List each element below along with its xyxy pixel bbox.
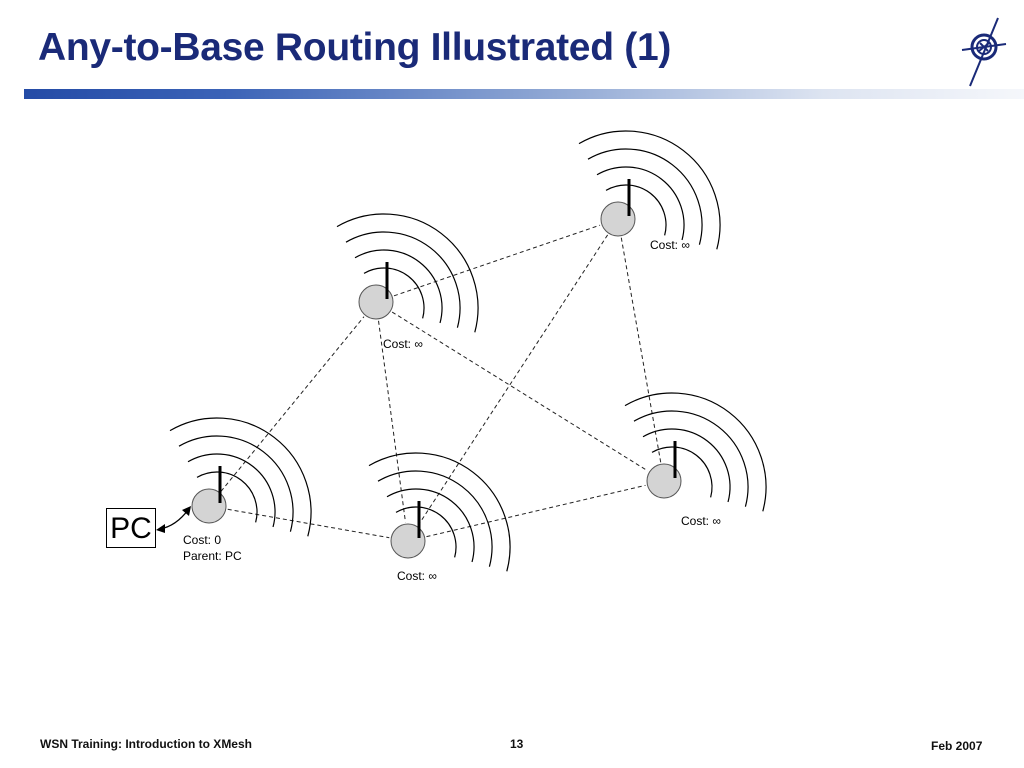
radio-wave-arc-n-top bbox=[605, 184, 667, 236]
radio-wave-arc-n-upper-mid bbox=[363, 267, 425, 319]
footer-date: Feb 2007 bbox=[931, 739, 983, 753]
node-circle bbox=[358, 284, 394, 320]
radio-wave-arc-n-bottom-mid bbox=[395, 506, 457, 558]
node-circle bbox=[600, 201, 636, 237]
link-n-upper-mid-n-bottom-mid bbox=[378, 320, 406, 523]
link-base-n-upper-mid bbox=[220, 316, 365, 492]
pc-link-arrow bbox=[156, 506, 191, 533]
sensor-node-base bbox=[191, 466, 227, 524]
node-upper-mid-cost-label: Cost: ∞ bbox=[383, 337, 423, 351]
radio-wave-arc-n-right bbox=[633, 410, 749, 507]
radio-wave-arc-n-top bbox=[587, 148, 703, 245]
node-right-cost-label: Cost: ∞ bbox=[681, 514, 721, 528]
node-circle bbox=[191, 488, 227, 524]
node-base-parent-label: Parent: PC bbox=[183, 549, 242, 563]
title-underline-bar bbox=[24, 89, 1024, 99]
radio-wave-arc-n-right bbox=[642, 428, 731, 503]
link-base-n-bottom-mid bbox=[227, 508, 390, 539]
sensor-node-n-bottom-mid bbox=[390, 501, 426, 559]
link-n-upper-mid-n-top bbox=[393, 224, 601, 297]
footer-page-number: 13 bbox=[510, 737, 524, 751]
link-n-top-n-right bbox=[620, 237, 662, 463]
node-circle bbox=[390, 523, 426, 559]
link-n-bottom-mid-n-right bbox=[426, 484, 646, 538]
radio-wave-arc-n-upper-mid bbox=[345, 231, 461, 328]
radio-wave-arc-n-upper-mid bbox=[336, 213, 479, 333]
node-bottom-mid-cost-label: Cost: ∞ bbox=[397, 569, 437, 583]
radio-wave-arc-base bbox=[178, 435, 294, 532]
radio-wave-arc-base bbox=[196, 471, 258, 523]
radio-wave-arc-n-upper-mid bbox=[354, 249, 443, 324]
radio-wave-arc-n-top bbox=[596, 166, 685, 241]
link-n-upper-mid-n-right bbox=[391, 311, 649, 472]
node-circle bbox=[646, 463, 682, 499]
sensor-node-n-right bbox=[646, 441, 682, 499]
sensor-node-n-top bbox=[600, 179, 636, 237]
node-top-cost-label: Cost: ∞ bbox=[650, 238, 690, 252]
radio-wave-arc-base bbox=[187, 453, 276, 528]
sensor-node-n-upper-mid bbox=[358, 262, 394, 320]
radio-wave-arc-n-top bbox=[578, 130, 721, 250]
node-base-cost-label: Cost: 0 bbox=[183, 533, 222, 547]
radio-wave-arc-base bbox=[169, 417, 312, 537]
radio-wave-arc-n-bottom-mid bbox=[377, 470, 493, 567]
radio-wave-arc-n-bottom-mid bbox=[386, 488, 475, 563]
radio-wave-arc-n-right bbox=[651, 446, 713, 498]
compass-logo-icon bbox=[961, 17, 1007, 87]
link-n-top-n-bottom-mid bbox=[417, 234, 609, 526]
radio-wave-arc-n-bottom-mid bbox=[368, 452, 511, 572]
radio-wave-arc-n-right bbox=[624, 392, 767, 512]
footer-course-title: WSN Training: Introduction to XMesh bbox=[40, 737, 252, 751]
pc-box: PC bbox=[106, 508, 156, 548]
slide-title: Any-to-Base Routing Illustrated (1) bbox=[38, 26, 672, 69]
